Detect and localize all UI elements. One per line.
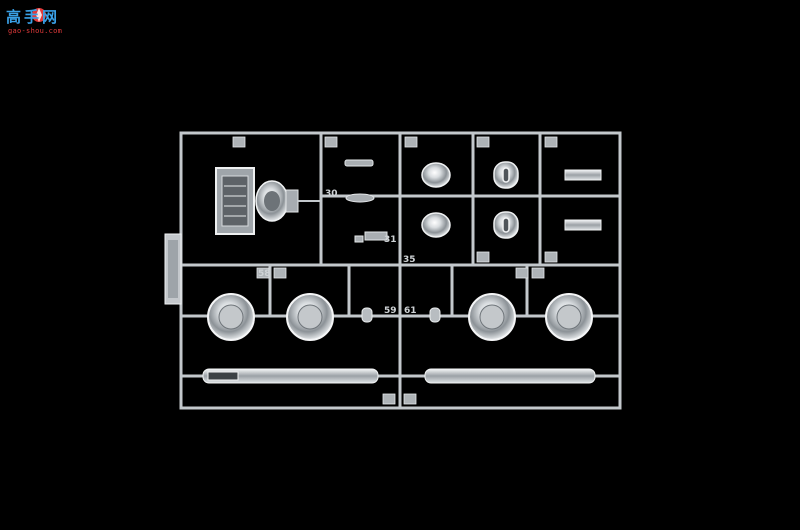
wheels — [207, 293, 593, 341]
engine-block-part — [215, 167, 321, 235]
bumper-parts — [202, 368, 596, 384]
small-knobs — [361, 307, 441, 323]
part-number: 58 — [258, 269, 271, 279]
part-number-labels: 30 31 35 58 59 61 — [258, 189, 417, 316]
site-watermark: 高手网 gao-shou.com — [6, 6, 72, 40]
bar-parts — [564, 169, 602, 231]
hub-caps — [421, 161, 519, 239]
watermark-logo-icon — [32, 8, 46, 22]
part-number: 31 — [384, 235, 397, 245]
watermark-title: 高手网 — [6, 8, 61, 26]
watermark-subtitle: gao-shou.com — [8, 27, 63, 35]
part-number: 30 — [325, 189, 338, 199]
gate-tabs — [232, 136, 558, 405]
part-number: 61 — [404, 306, 417, 316]
sprue-id-tag — [164, 233, 182, 305]
part-number: 35 — [403, 255, 416, 265]
small-part-rods — [344, 159, 388, 243]
part-number: 59 — [384, 306, 397, 316]
